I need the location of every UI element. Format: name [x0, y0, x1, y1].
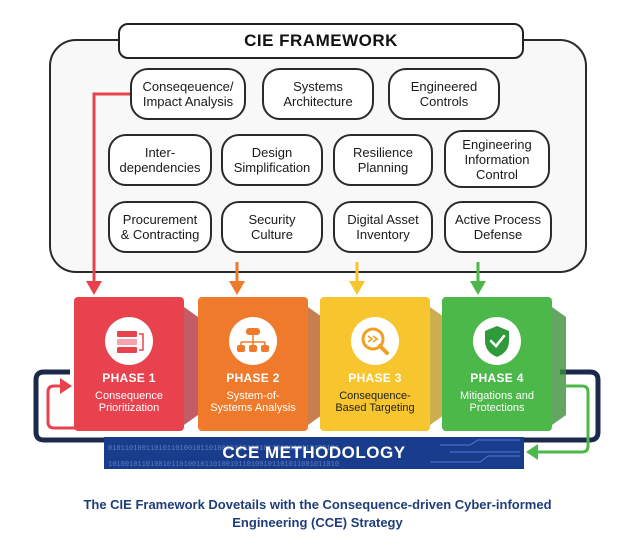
caption-line-2: Engineering (CCE) Strategy — [232, 515, 403, 530]
framework-item-line: Inter- — [144, 145, 176, 160]
caption-line-1: The CIE Framework Dovetails with the Con… — [83, 497, 552, 512]
phase-side-tab-shade — [308, 307, 322, 425]
framework-item-line: Security — [248, 212, 296, 227]
phase-subtitle: System-of- — [226, 390, 280, 402]
framework-item-line: Architecture — [283, 94, 353, 109]
phase-subtitle: Consequence- — [339, 390, 411, 402]
framework-item-line: Active Process — [455, 212, 541, 227]
framework-item-line: dependencies — [119, 160, 201, 175]
figure-caption: The CIE Framework Dovetails with the Con… — [40, 496, 595, 532]
framework-item-line: Information — [464, 151, 530, 167]
framework-item-line: & Contracting — [120, 227, 200, 242]
circuit-traces — [430, 439, 520, 463]
right-loop-outer — [524, 369, 601, 443]
framework-to-phase-arrowhead — [86, 281, 102, 295]
phase-title: PHASE 2 — [226, 371, 280, 385]
phase-label-group: PHASE 3 Consequence-Based Targeting — [320, 371, 430, 414]
framework-item-line: Resilience — [353, 145, 413, 160]
phase-subtitle: Prioritization — [98, 402, 160, 414]
phase-side-tab-shade — [430, 307, 444, 425]
right-loop-inner — [536, 384, 590, 454]
framework-item-line: Engineered — [410, 79, 478, 94]
framework-item: Inter-dependencies — [108, 134, 212, 186]
right-loop-arrowhead — [526, 444, 538, 460]
target-search-icon-glyph — [361, 327, 389, 355]
framework-item-label: Inter-dependencies — [120, 145, 201, 175]
shield-check-icon-glyph — [485, 326, 509, 357]
framework-item-line: Conseqeuence/ — [142, 79, 234, 94]
cce-methodology-label: CCE METHODOLOGY — [222, 443, 406, 462]
left-loop-arrowhead — [60, 378, 72, 394]
framework-item-line: Engineering — [462, 136, 532, 152]
framework-to-phase-arrowhead — [470, 281, 486, 295]
framework-to-phase-arrowhead — [349, 281, 365, 295]
phase-title: PHASE 1 — [102, 371, 156, 385]
phase-side-tab-shade — [552, 307, 566, 425]
framework-item-label: Conseqeuence/Impact Analysis — [142, 79, 233, 109]
phase-subtitle: Protections — [469, 402, 525, 414]
phase-subtitle: Systems Analysis — [210, 402, 296, 414]
cce-banner — [104, 437, 524, 469]
framework-item-line: Defense — [473, 227, 523, 242]
framework-item-line: Digital Asset — [347, 212, 419, 227]
framework-item-line: Culture — [251, 227, 293, 242]
phase-title: PHASE 4 — [470, 371, 524, 385]
framework-item-line: Simplification — [233, 160, 311, 175]
framework-item-line: Planning — [357, 160, 409, 175]
hierarchy-icon-glyph — [237, 328, 269, 352]
framework-item-line: Inventory — [356, 227, 410, 242]
phase-subtitle: Consequence — [95, 390, 163, 402]
framework-to-phase-arrowhead — [229, 281, 245, 295]
left-loop-outer — [33, 369, 104, 443]
phase-side-tab — [430, 307, 444, 425]
framework-item-line: Control — [476, 166, 518, 182]
framework-title: CIE FRAMEWORK — [118, 23, 524, 59]
framework-item-line: Controls — [419, 94, 469, 109]
phase-side-tab — [552, 307, 566, 425]
phase-side-tab — [308, 307, 322, 425]
framework-item-line: Design — [251, 145, 293, 160]
phase-side-tab — [184, 307, 198, 425]
framework-item: Conseqeuence/Impact Analysis — [130, 68, 246, 120]
framework-item-line: Procurement — [122, 212, 198, 227]
phase-title: PHASE 3 — [348, 371, 402, 385]
cce-binary-pattern-2: 1010010110100101101001011010010110100101… — [108, 461, 339, 469]
framework-item: Procurement& Contracting — [108, 201, 212, 253]
prioritization-list-icon-glyph — [117, 331, 144, 353]
phase-subtitle: Based Targeting — [335, 402, 415, 414]
cce-binary-pattern: 0101101001101011010010110100101101001011… — [108, 445, 339, 453]
phase-subtitle: Mitigations and — [460, 390, 534, 402]
left-loop-inner — [46, 384, 104, 430]
framework-item-line: Systems — [293, 79, 343, 94]
framework-item-line: Impact Analysis — [142, 94, 234, 109]
phase-side-tab-shade — [184, 307, 198, 425]
framework-item-label: Procurement& Contracting — [121, 212, 200, 242]
phase-label-group: PHASE 2 System-of-Systems Analysis — [198, 371, 308, 414]
